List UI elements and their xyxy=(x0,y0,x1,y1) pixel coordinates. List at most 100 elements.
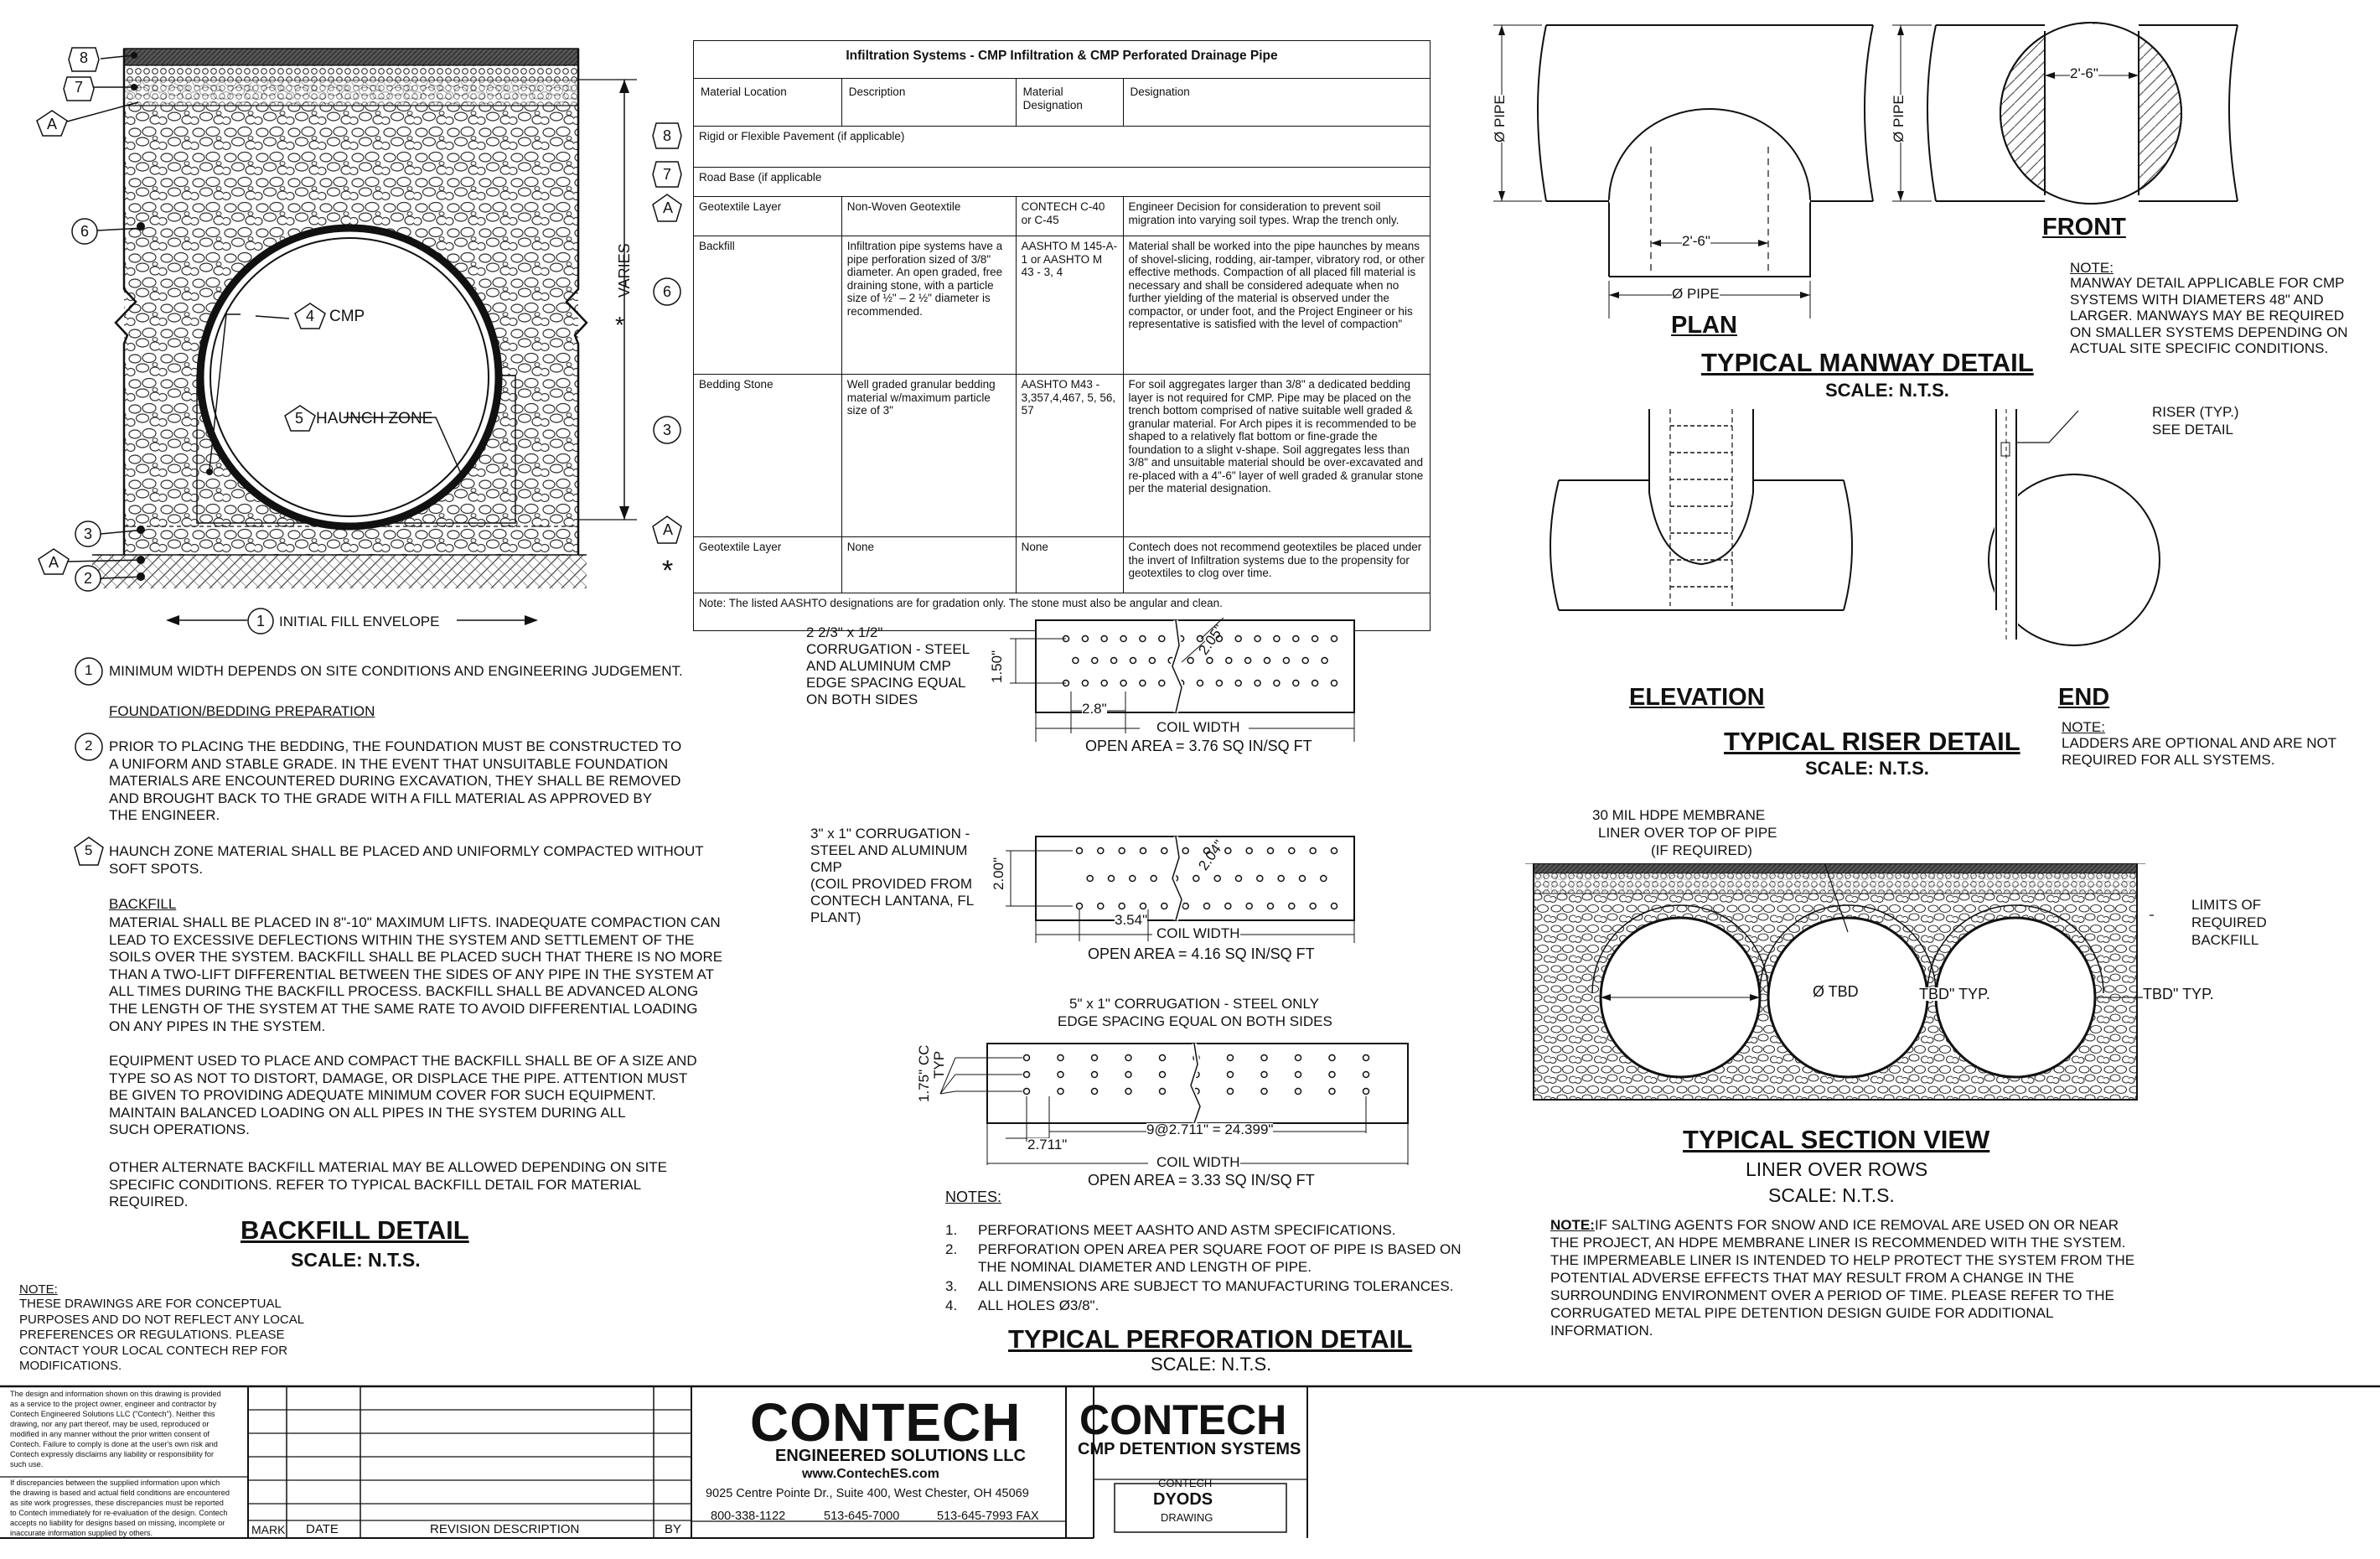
perforation-1-dim-h: 2.8" xyxy=(1082,701,1107,717)
rev-col-description: REVISION DESCRIPTION xyxy=(430,1522,580,1536)
perforation-hole xyxy=(1320,874,1327,883)
perforation-hole xyxy=(1273,679,1281,687)
perforation-note-line: ALL HOLES Ø3/8". xyxy=(978,1297,1099,1313)
manway-note-label: NOTE: xyxy=(2070,260,2114,276)
callout-a-bottom-label: A xyxy=(49,554,60,571)
limits-callout-line: BACKFILL xyxy=(2191,932,2259,948)
callout-4-label: 4 xyxy=(306,308,315,324)
callout-a-top-label: A xyxy=(47,116,58,132)
perforation-2-label-line: 3" x 1" CORRUGATION - xyxy=(810,826,970,842)
note-line: TYPE SO AS NOT TO DISTORT, DAMAGE, OR DI… xyxy=(109,1070,688,1086)
callout-7 xyxy=(63,76,95,101)
riser-elevation-label: ELEVATION xyxy=(1629,684,1765,711)
perforation-3-dim-h2: 9@2.711" = 24.399" xyxy=(1146,1121,1274,1137)
spec-marker-3 xyxy=(653,416,681,444)
spec-cell: AASHTO M 145-A-1 or AASHTO M 43 - 3, 4 xyxy=(1015,236,1124,375)
callout-3-label: 3 xyxy=(84,526,93,542)
perforation-hole xyxy=(1057,1087,1064,1095)
perforation-hole xyxy=(1196,679,1204,687)
contech-logo-main-sub: ENGINEERED SOLUTIONS LLC xyxy=(775,1447,1026,1465)
haunch-zone-label: HAUNCH ZONE xyxy=(316,410,433,427)
callout-5 xyxy=(284,405,316,432)
perforation-hole xyxy=(1294,1054,1302,1062)
perforation-note-num: 4. xyxy=(945,1297,958,1313)
perforation-hole xyxy=(1139,679,1146,687)
perforation-hole xyxy=(1129,874,1136,883)
perforation-hole xyxy=(1226,1087,1234,1095)
perforation-2-label-line: PLANT) xyxy=(810,909,861,925)
perforation-hole xyxy=(1260,1070,1268,1079)
perforation-hole xyxy=(1215,634,1224,643)
general-note-line: MODIFICATIONS. xyxy=(19,1359,122,1373)
note-line: EQUIPMENT USED TO PLACE AND COMPACT THE … xyxy=(109,1053,697,1069)
callout-8 xyxy=(68,47,100,72)
backfill-detail-title: BACKFILL DETAIL xyxy=(241,1215,469,1245)
perforation-hole xyxy=(1234,634,1242,643)
perforation-hole xyxy=(1330,902,1338,910)
note-line: MATERIAL SHALL BE PLACED IN 8"-10" MAXIM… xyxy=(109,914,721,930)
perforation-hole xyxy=(1206,656,1213,665)
riser-note-label: NOTE: xyxy=(2062,719,2105,735)
perforation-hole xyxy=(1362,1087,1370,1095)
perforation-hole xyxy=(1277,874,1285,883)
note-line: THE ENGINEER. xyxy=(109,807,220,824)
perforation-hole xyxy=(1086,874,1094,883)
note-marker-1 xyxy=(75,657,103,686)
note-line: THAN A TWO-LIFT DIFFERENTIAL BETWEEN THE… xyxy=(109,966,715,982)
disclaimer-line: accepts no liability for designs based o… xyxy=(10,1519,225,1527)
perforation-3-label-line: 5" x 1" CORRUGATION - STEEL ONLY xyxy=(1069,996,1319,1012)
perforation-hole xyxy=(1150,874,1157,883)
section-note-line: POTENTIAL ADVERSE EFFECTS THAT MAY RESUL… xyxy=(1550,1270,2075,1286)
general-note-line: THESE DRAWINGS ARE FOR CONCEPTUAL xyxy=(19,1297,282,1311)
note-heading: BACKFILL xyxy=(109,896,177,912)
callout-8-label: 8 xyxy=(80,49,89,66)
riser-end-drawing xyxy=(1988,409,2160,646)
contech-phone-2: 513-645-7000 xyxy=(824,1510,900,1523)
spec-cell: Backfill xyxy=(693,236,842,375)
liner-callout-line: 30 MIL HDPE MEMBRANE xyxy=(1592,807,1766,823)
note-line: MAINTAIN BALANCED LOADING ON ALL PIPES I… xyxy=(109,1104,626,1121)
manway-note-line: LARGER. MANWAYS MAY BE REQUIRED xyxy=(2070,308,2345,324)
perforation-2-label-line: STEEL AND ALUMINUM xyxy=(810,842,968,858)
spec-cell: None xyxy=(1015,536,1124,593)
perforation-hole xyxy=(1226,1070,1234,1079)
callout-7-label: 7 xyxy=(75,79,84,96)
spec-marker-label: A xyxy=(663,521,674,538)
callout-a-top xyxy=(36,110,68,137)
perforation-hole xyxy=(1022,1070,1031,1079)
perforation-2-dim-h: 3.54" xyxy=(1115,912,1148,928)
note-line: OTHER ALTERNATE BACKFILL MATERIAL MAY BE… xyxy=(109,1159,667,1175)
perforation-2-label-line: CONTECH LANTANA, FL xyxy=(810,893,975,909)
disclaimer-line: as a service to the project owner, engin… xyxy=(10,1400,217,1408)
callout-2-label: 2 xyxy=(84,570,93,587)
perforation-1-label-line: ON BOTH SIDES xyxy=(806,691,918,707)
perforation-panel-2 xyxy=(1006,836,1355,943)
spec-marker-label: 7 xyxy=(663,166,672,183)
section-diameter-label: Ø TBD xyxy=(1813,983,1859,1000)
perforation-detail-title: TYPICAL PERFORATION DETAIL xyxy=(1008,1324,1413,1354)
note-marker-num: 1 xyxy=(85,662,93,678)
spec-marker-A xyxy=(652,515,682,544)
perforation-detail-scale: SCALE: N.T.S. xyxy=(1151,1354,1272,1375)
spec-marker-label: 8 xyxy=(663,127,672,144)
general-note-line: PREFERENCES OR REGULATIONS. PLEASE xyxy=(19,1328,285,1342)
perforation-notes-label: NOTES: xyxy=(945,1189,1002,1205)
perforation-hole xyxy=(1260,1054,1268,1062)
perforation-hole xyxy=(1090,1087,1099,1095)
perforation-2-label-line: CMP xyxy=(810,859,842,875)
perforation-hole xyxy=(1139,634,1146,643)
spec-table: Infiltration Systems - CMP Infiltration … xyxy=(693,40,1431,631)
perforation-note-num: 3. xyxy=(945,1278,958,1294)
callout-1 xyxy=(247,608,274,634)
spec-cell: Rigid or Flexible Pavement (if applicabl… xyxy=(693,126,1431,168)
perforation-hole xyxy=(1330,847,1338,855)
rev-col-mark: MARK xyxy=(251,1523,286,1536)
perforation-hole xyxy=(1215,679,1224,687)
riser-callout-line: RISER (TYP.) xyxy=(2152,404,2239,420)
contech-address: 9025 Centre Pointe Dr., Suite 400, West … xyxy=(706,1487,1029,1500)
perforation-hole xyxy=(1139,902,1147,910)
riser-detail-title: TYPICAL RISER DETAIL xyxy=(1724,727,2020,756)
spec-cell: Infiltration pipe systems have a pipe pe… xyxy=(841,236,1017,375)
perforation-hole xyxy=(1256,874,1264,883)
